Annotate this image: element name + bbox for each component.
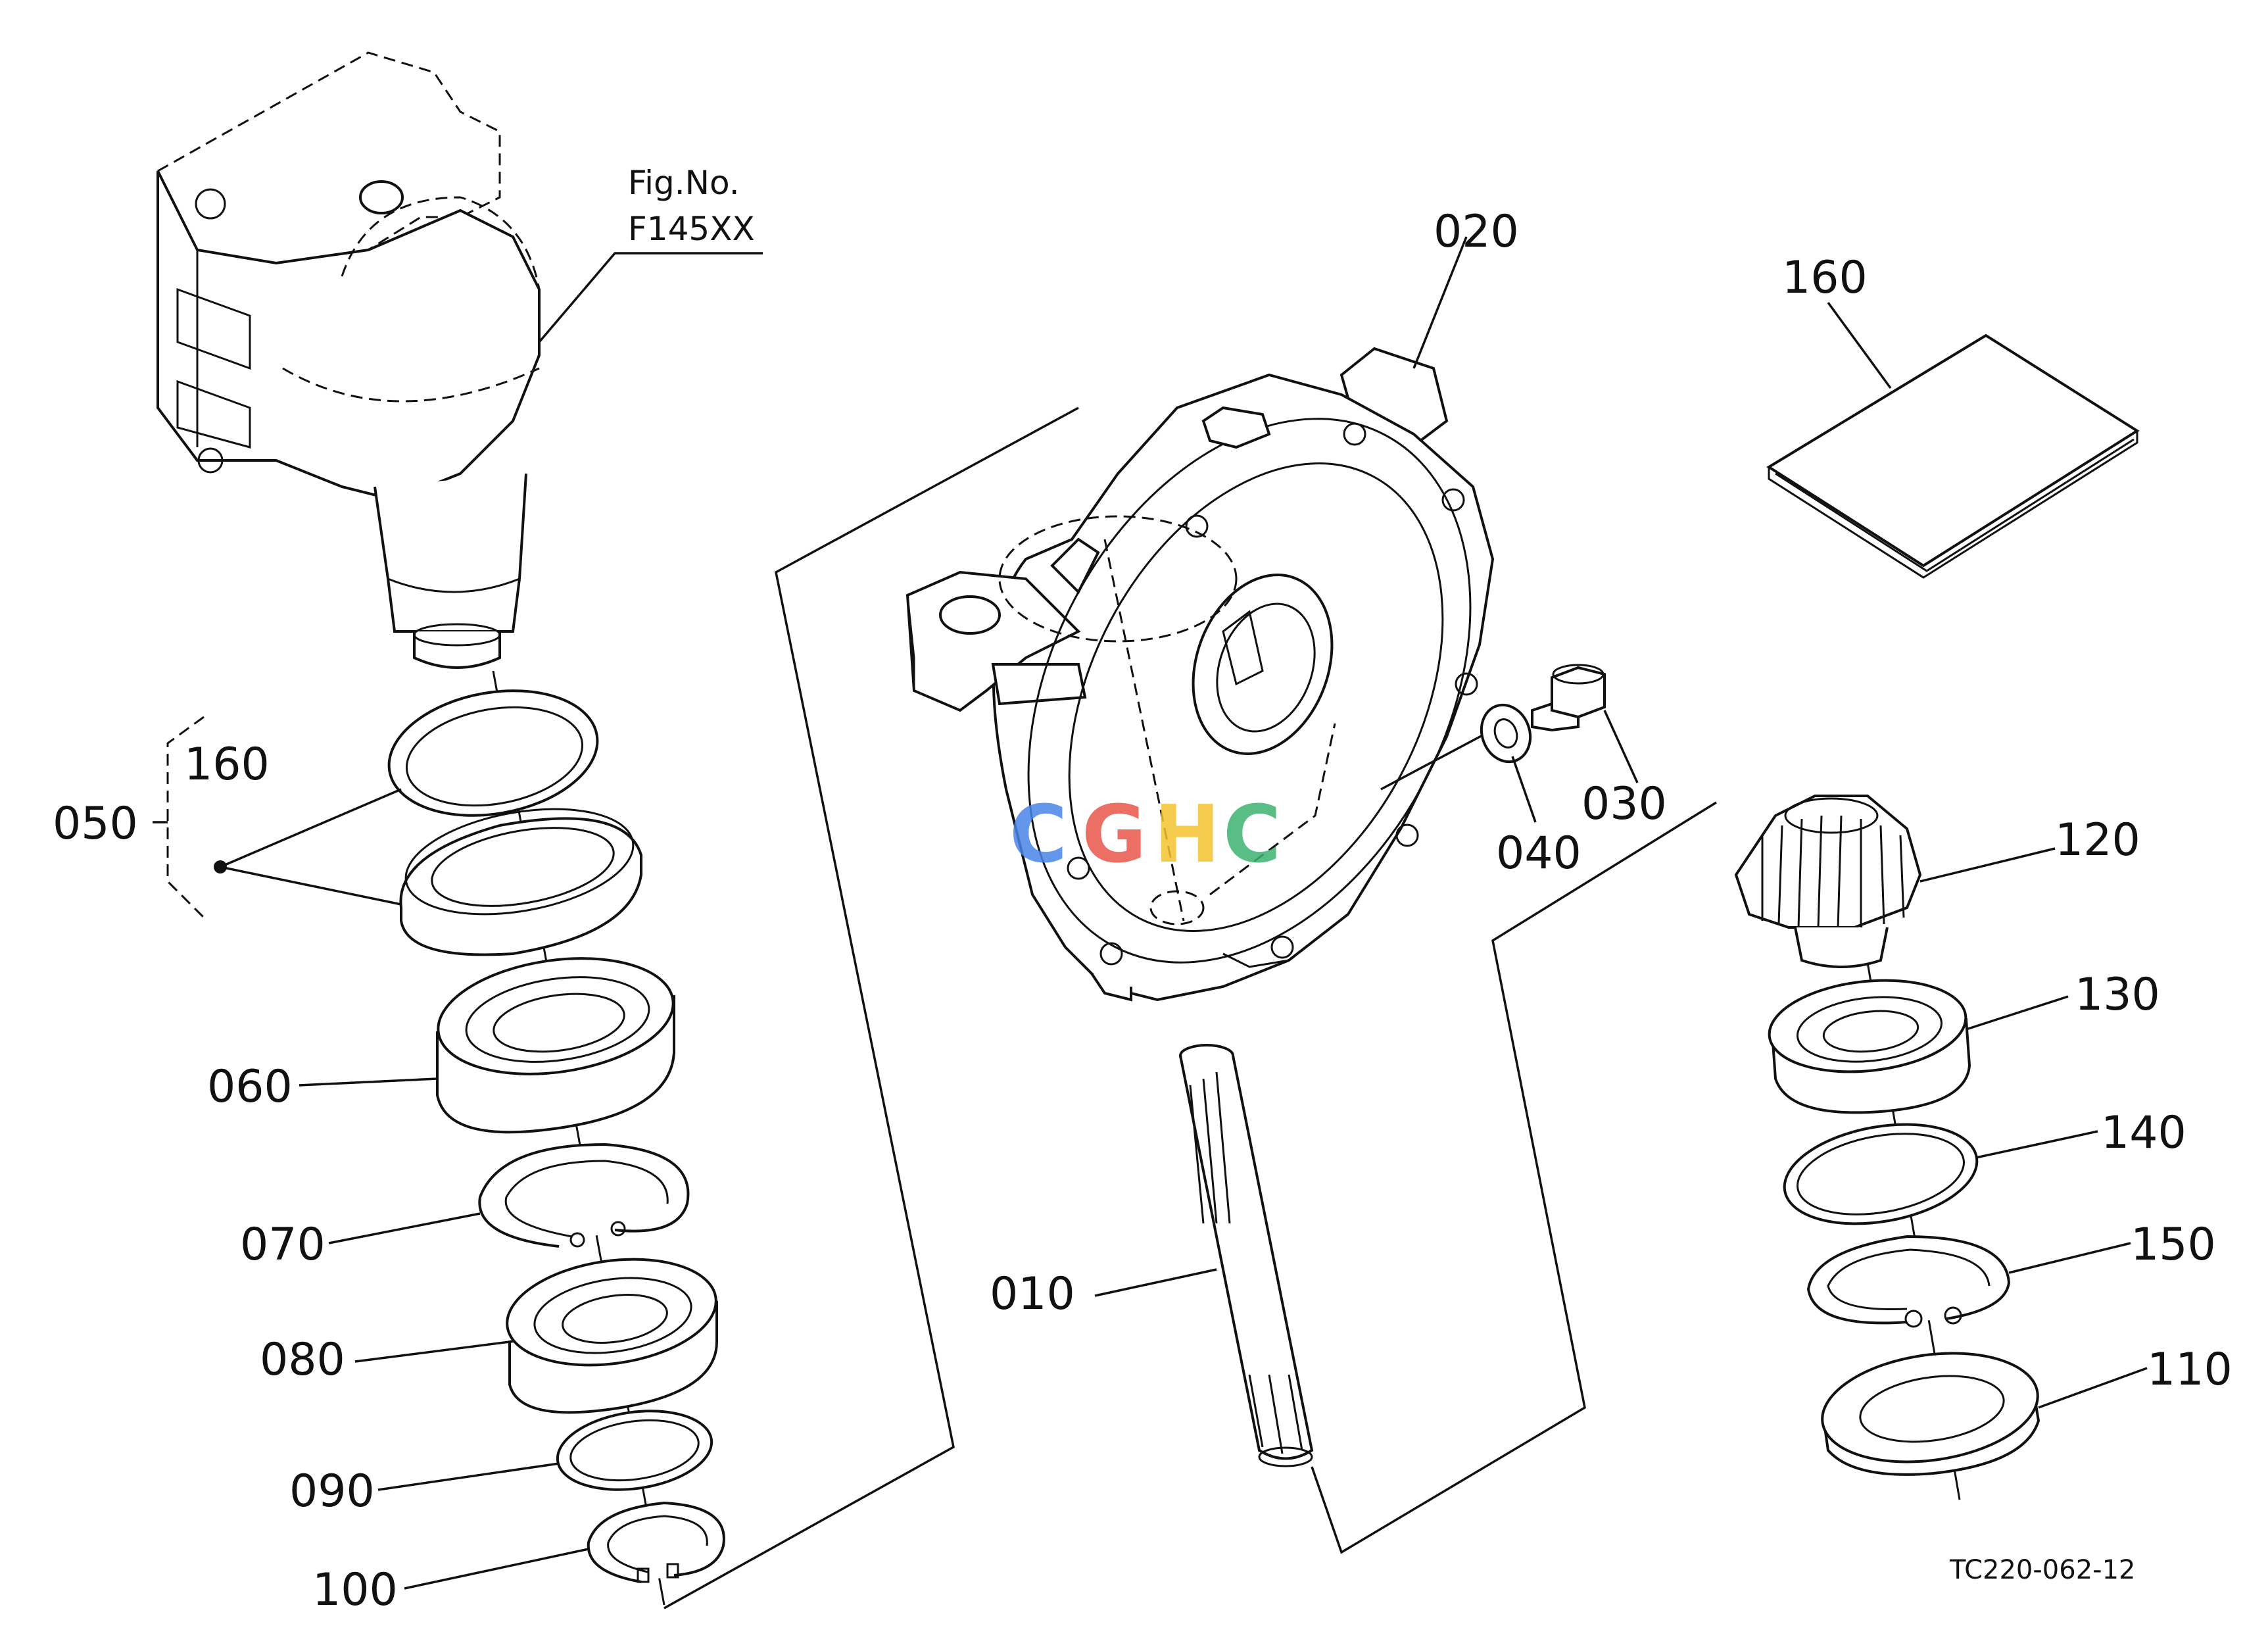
watermark-letter-1: C [1009, 789, 1067, 881]
leader-case-to-plug [1380, 732, 1487, 791]
label-050: 050 [53, 798, 138, 850]
leader-040 [1511, 756, 1537, 823]
label-080: 080 [260, 1334, 345, 1386]
label-020: 020 [1434, 206, 1519, 258]
assembly-line-right [1311, 801, 1717, 1554]
washer-040 [1480, 703, 1532, 764]
label-030: 030 [1581, 778, 1667, 830]
figure-reference-line1: Fig.No. [628, 164, 740, 202]
label-140: 140 [2101, 1107, 2186, 1159]
leader-030 [1603, 710, 1639, 783]
left-component-stack [387, 670, 725, 1606]
drawing-code: TC220-062-12 [1949, 1555, 2135, 1585]
leader-090 [377, 1462, 560, 1491]
gasket-sheet [1766, 333, 2140, 579]
watermark-letter-4: C [1223, 789, 1281, 881]
leader-010 [1094, 1268, 1217, 1297]
label-060: 060 [207, 1061, 293, 1113]
label-120: 120 [2055, 814, 2140, 866]
leader-150 [2008, 1242, 2131, 1274]
assembly-line-left [664, 406, 1079, 1610]
label-100: 100 [312, 1564, 398, 1616]
figure-reference-callout: Fig.No. F145XX [538, 164, 763, 343]
label-110: 110 [2147, 1344, 2232, 1396]
leader-120 [1919, 847, 2056, 883]
plug-030 [1531, 664, 1606, 732]
leader-060 [299, 1077, 438, 1087]
label-090: 090 [289, 1465, 375, 1517]
label-070: 070 [240, 1219, 326, 1271]
shaft-010 [1179, 1044, 1314, 1467]
watermark-letter-3: H [1154, 789, 1220, 881]
main-case-housing [905, 347, 1495, 1002]
seal-set-bracket [153, 716, 402, 919]
leader-140 [1975, 1130, 2098, 1159]
label-150: 150 [2131, 1219, 2216, 1271]
leader-130 [1966, 995, 2069, 1031]
leader-080 [354, 1340, 510, 1363]
label-130: 130 [2075, 969, 2160, 1021]
leader-020 [1412, 236, 1468, 369]
label-160-set: 160 [184, 739, 270, 791]
right-component-stack [1734, 795, 2040, 1500]
watermark-logo: C G H C [1009, 789, 1281, 881]
leader-160-sheet [1827, 301, 1892, 389]
gear-case-housing-reference [157, 51, 541, 669]
watermark-letter-2: G [1082, 789, 1147, 881]
leader-110 [2038, 1367, 2148, 1409]
leader-070 [328, 1212, 481, 1244]
label-040: 040 [1496, 827, 1581, 879]
label-010: 010 [990, 1268, 1075, 1320]
figure-reference-line2: F145XX [628, 210, 755, 248]
leader-100 [404, 1548, 589, 1590]
label-160-sheet: 160 [1782, 252, 1868, 304]
